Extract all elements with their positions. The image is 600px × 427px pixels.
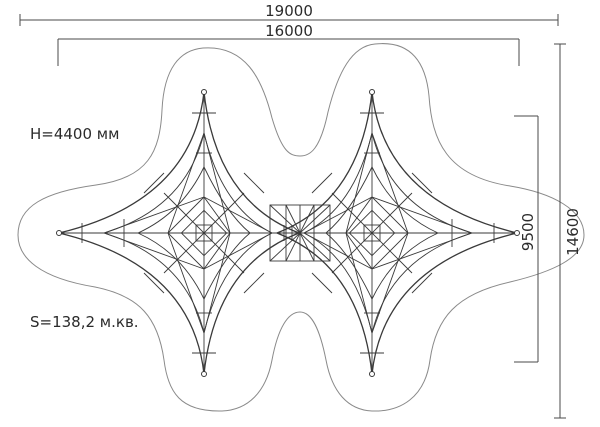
structure-width-dimension [57, 38, 520, 66]
left-star-net [56, 89, 300, 377]
safety-zone-outline [17, 43, 585, 412]
overall-height-dimension [554, 43, 566, 419]
area-spec-label: S=138,2 м.кв. [30, 313, 139, 331]
structure-height-dimension [514, 115, 539, 363]
height-spec-label: H=4400 мм [30, 125, 119, 143]
structure-height-label: 9500 [519, 213, 537, 251]
overall-width-dimension [19, 14, 559, 26]
overall-height-label: 14600 [564, 208, 582, 256]
overall-width-label: 19000 [265, 2, 313, 20]
structure-width-label: 16000 [265, 22, 313, 40]
right-star-net [276, 89, 520, 377]
